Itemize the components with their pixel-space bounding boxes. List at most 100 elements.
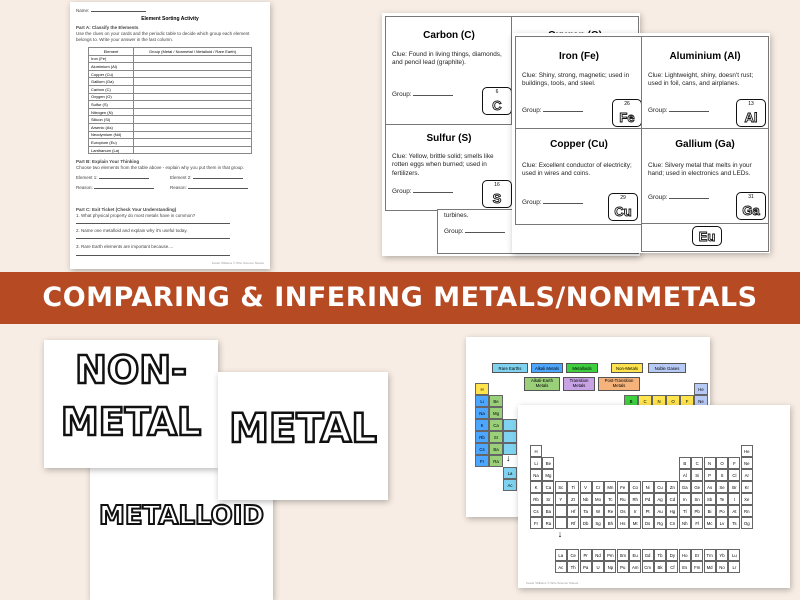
group-answer-cell[interactable] xyxy=(133,138,252,147)
element-cell: Xe xyxy=(740,493,753,505)
element-cell: Pa xyxy=(579,561,592,573)
element-cell: Pu xyxy=(616,561,629,573)
element-cell: Carbon (C) xyxy=(87,84,135,94)
element-cell: La xyxy=(554,549,567,561)
group-answer-cell[interactable] xyxy=(133,69,252,79)
card-clue: Clue: Found in living things, diamonds, … xyxy=(392,51,502,67)
element-cell: Os xyxy=(616,505,629,517)
legend-swatch: Post-Transition Metals xyxy=(598,377,640,391)
element-cell: Nitrogen (N) xyxy=(87,107,135,117)
element-cell: B xyxy=(678,457,691,469)
group-answer-cell[interactable] xyxy=(133,100,252,109)
element-cell: Be xyxy=(542,457,555,469)
card-iron[interactable]: Iron (Fe) Clue: Shiny, strong, magnetic;… xyxy=(515,36,643,130)
group-answer-cell[interactable] xyxy=(133,115,252,124)
element-cell: Te xyxy=(716,493,728,505)
element-cell: Ge xyxy=(691,481,704,493)
element-cell: Pd xyxy=(641,493,654,505)
group-answer-cell[interactable] xyxy=(133,54,252,64)
element-cell: Br xyxy=(728,481,741,493)
element-cell: Tb xyxy=(654,549,666,561)
element-cell: Lu xyxy=(728,549,741,561)
element-cell: Sb xyxy=(703,493,716,505)
element-cell: Co xyxy=(629,481,642,493)
element-cell: Hg xyxy=(666,505,679,517)
reason-2-field[interactable]: Reason: xyxy=(170,185,264,191)
element-cell: Mn xyxy=(604,481,617,493)
metal-word: METAL xyxy=(228,405,378,454)
element-cell: Bh xyxy=(604,517,617,529)
card-aluminium[interactable]: Aluminium (Al) Clue: Lightweight, shiny,… xyxy=(641,36,769,130)
group-answer-cell[interactable] xyxy=(133,62,252,71)
card-name: Aluminium (Al) xyxy=(669,51,741,62)
group-answer-cell[interactable] xyxy=(133,122,252,132)
card-sulfur[interactable]: Sulfur (S) Clue: Yellow, brittle solid; … xyxy=(385,124,513,211)
group-field[interactable]: Group: xyxy=(522,107,584,114)
element-cell: Fl xyxy=(691,517,704,529)
legend-swatch: Rare Earths xyxy=(492,363,528,373)
element-1-field[interactable]: Element 1: xyxy=(76,175,264,181)
group-answer-cell[interactable] xyxy=(133,77,252,86)
table-row: Europium (Eu) xyxy=(87,138,252,147)
card-name: Iron (Fe) xyxy=(559,51,599,62)
element-cell: Th xyxy=(567,561,580,573)
card-carbon[interactable]: Carbon (C) Clue: Found in living things,… xyxy=(385,16,513,126)
answer-line-2[interactable] xyxy=(76,238,230,239)
group-field[interactable]: Group: xyxy=(392,91,454,98)
group-answer-cell[interactable] xyxy=(133,107,252,117)
group-answer-cell[interactable] xyxy=(133,130,252,140)
element-cell: Eu xyxy=(629,549,642,561)
element-cell: Fe xyxy=(616,481,629,493)
card-clue: Clue: Lightweight, shiny, doesn't rust; … xyxy=(648,72,754,88)
element-cell xyxy=(554,517,567,529)
element-cell: Fr xyxy=(475,455,489,467)
element-cell: Mc xyxy=(703,517,716,529)
element-cell: I xyxy=(728,493,741,505)
group-field[interactable]: Group: xyxy=(648,194,710,201)
answer-line-3[interactable] xyxy=(76,255,230,256)
card-copper[interactable]: Copper (Cu) Clue: Excellent conductor of… xyxy=(515,128,643,225)
element-cell: W xyxy=(592,505,604,517)
reason-1-field[interactable]: Reason: xyxy=(76,185,264,191)
table-row: Iron (Fe) xyxy=(87,54,252,64)
element-2-field[interactable]: Element 2: xyxy=(170,175,264,181)
group-field[interactable]: Group: xyxy=(648,107,710,114)
element-cell: Cs xyxy=(530,505,542,517)
element-cell: Tc xyxy=(604,493,617,505)
element-cell: Sulfur (S) xyxy=(87,100,135,109)
group-answer-cell[interactable] xyxy=(133,145,252,155)
element-cell: Cf xyxy=(666,561,679,573)
element-cell: Pm xyxy=(604,549,617,561)
group-field[interactable]: Group: xyxy=(444,228,506,235)
element-cell: Ni xyxy=(641,481,654,493)
card-gallium[interactable]: Gallium (Ga) Clue: Silvery metal that me… xyxy=(641,128,769,225)
group-answer-cell[interactable] xyxy=(133,84,252,94)
element-cell: Yb xyxy=(716,549,728,561)
part-b-instructions: Choose two elements from the table above… xyxy=(76,165,244,170)
answer-line-1[interactable] xyxy=(76,223,230,224)
element-cell: Ra xyxy=(542,517,555,529)
element-cell: Md xyxy=(703,561,716,573)
element-cell: Db xyxy=(579,517,592,529)
card-europium-partial[interactable]: Eu xyxy=(641,223,769,252)
worksheet-page: Name: Element Sorting Activity Part A: C… xyxy=(70,2,270,269)
group-field[interactable]: Group: xyxy=(392,188,454,195)
part-a-title: Part A: Classify the Elements xyxy=(76,25,139,30)
element-cell: C xyxy=(691,457,704,469)
group-answer-cell[interactable] xyxy=(133,92,252,102)
element-cell: Rb xyxy=(475,431,489,443)
element-cell: Lv xyxy=(716,517,728,529)
element-cell: Cl xyxy=(728,469,741,481)
element-cell: Bi xyxy=(703,505,716,517)
element-cell: Mo xyxy=(592,493,604,505)
col-group-header: Group (Metal / Nonmetal / Metalloid / Ra… xyxy=(133,47,252,56)
element-cell: Ts xyxy=(728,517,741,529)
element-cell: Pb xyxy=(691,505,704,517)
table-row: Copper (Cu) xyxy=(87,69,252,79)
group-field[interactable]: Group: xyxy=(522,199,584,206)
question-2: 2. Name one metalloid and explain why it… xyxy=(76,228,188,233)
element-cell: Cm xyxy=(641,561,654,573)
